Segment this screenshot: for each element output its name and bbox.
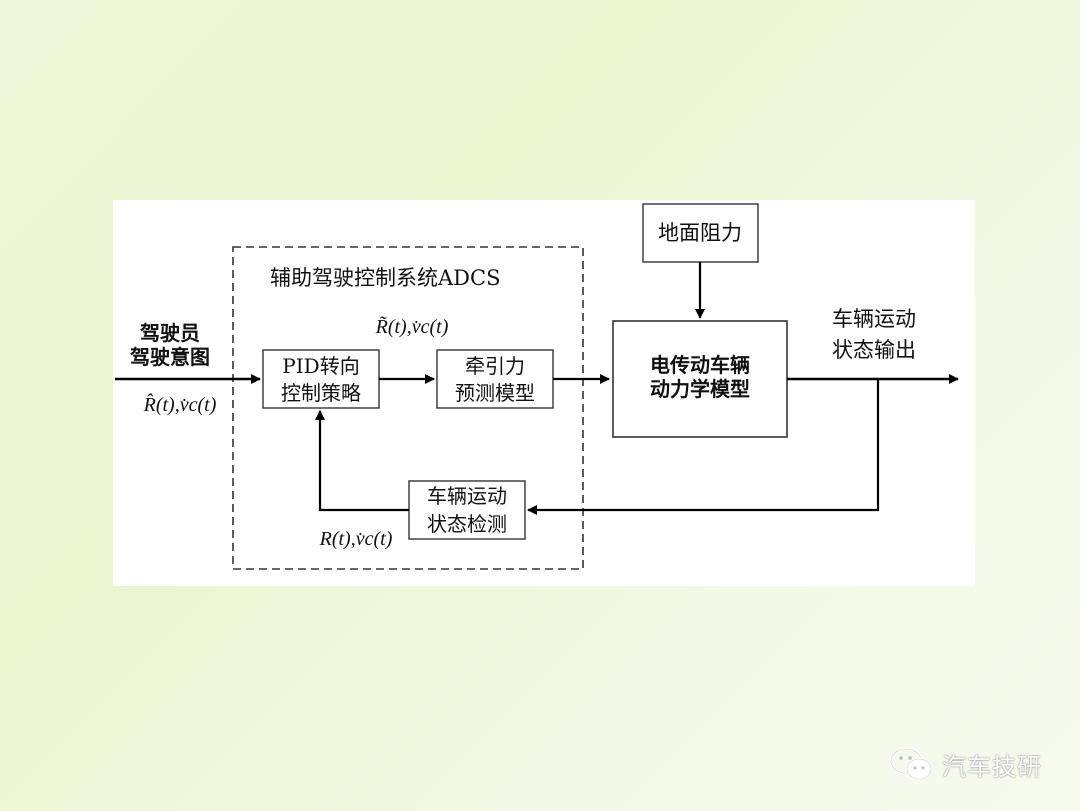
traction-label-2: 预测模型 xyxy=(455,381,535,405)
adcs-boundary xyxy=(232,246,584,570)
detection-to-pid-arrow xyxy=(315,410,409,512)
input-signal: R̂(t),v̇c(t) xyxy=(143,393,217,416)
driver-intent-label: 驾驶意图 xyxy=(130,345,210,369)
pid-label-2: 控制策略 xyxy=(281,381,361,405)
output-label-1: 车辆运动 xyxy=(832,307,916,331)
output-label-2: 状态输出 xyxy=(832,338,916,362)
traction-label-1: 牵引力 xyxy=(465,354,525,378)
wechat-icon xyxy=(889,747,933,781)
detection-label-2: 状态检测 xyxy=(427,512,507,536)
pid-block xyxy=(262,349,380,409)
detection-label-1: 车辆运动 xyxy=(427,484,507,508)
vehicle-model-block xyxy=(612,320,788,438)
pid-label-1: PID转向 xyxy=(282,354,359,378)
adcs-label: 辅助驾驶控制系统ADCS xyxy=(270,266,500,290)
predicted-signal: R̃(t),v̇c(t) xyxy=(375,315,449,338)
watermark-text: 汽车技研 xyxy=(942,752,1042,781)
watermark: 汽车技研 xyxy=(888,744,1042,784)
ground-resistance-label: 地面阻力 xyxy=(658,221,742,245)
feedback-arrow xyxy=(527,379,880,515)
feedback-signal: R(t),v̇c(t) xyxy=(319,528,393,550)
vehicle-model-label-1: 电传动车辆 xyxy=(650,353,750,377)
detection-block xyxy=(408,480,526,540)
traction-block xyxy=(436,349,554,409)
driver-label: 驾驶员 xyxy=(140,321,200,345)
vehicle-model-label-2: 动力学模型 xyxy=(650,377,750,401)
